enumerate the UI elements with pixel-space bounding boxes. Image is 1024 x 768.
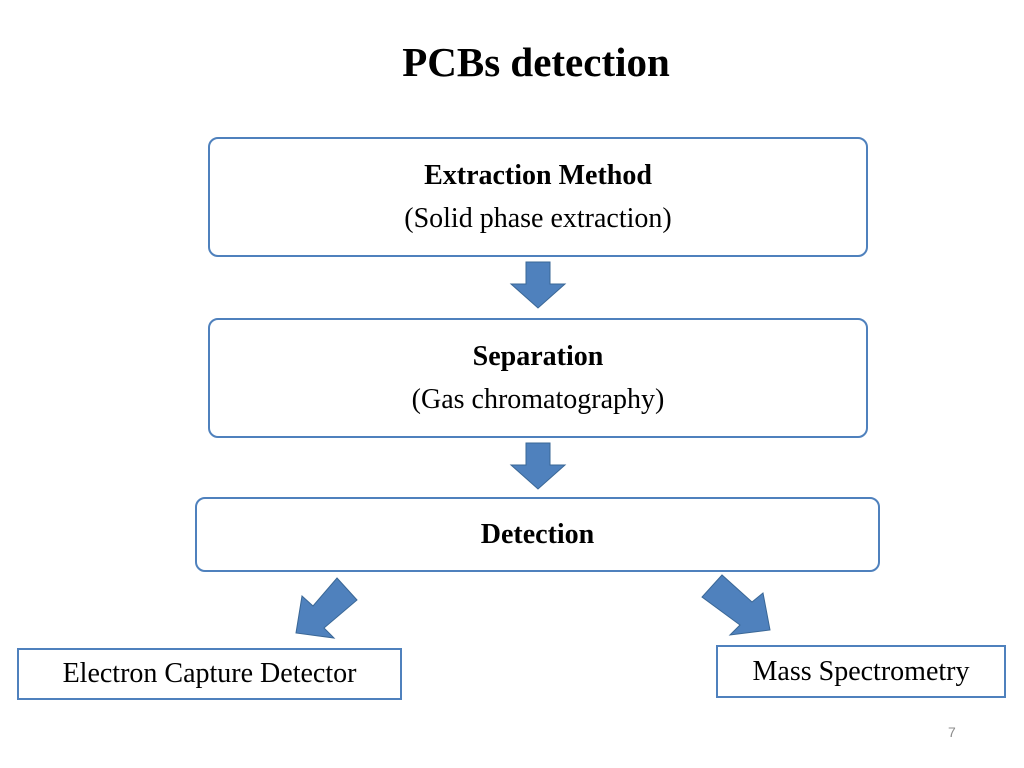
detection-heading: Detection <box>480 518 595 550</box>
slide-title: PCBs detection <box>402 39 670 85</box>
extraction-method-subtitle: (Solid phase extraction) <box>404 203 672 234</box>
extraction-method-heading: Extraction Method <box>424 159 652 191</box>
mass-spectrometry-box: Mass Spectrometry <box>716 645 1006 698</box>
separation-box: Separation (Gas chromatography) <box>208 318 868 438</box>
separation-subtitle: (Gas chromatography) <box>411 384 665 415</box>
arrow-down-to-separation <box>509 261 567 309</box>
page-number: 7 <box>948 724 956 740</box>
arrow-down-to-detection <box>509 442 567 490</box>
extraction-method-box: Extraction Method (Solid phase extractio… <box>208 137 868 257</box>
separation-heading: Separation <box>472 340 604 372</box>
electron-capture-detector-label: Electron Capture Detector <box>62 658 357 689</box>
arrow-to-electron-capture <box>295 577 358 639</box>
mass-spectrometry-label: Mass Spectrometry <box>752 655 970 687</box>
electron-capture-detector-box: Electron Capture Detector <box>17 648 402 700</box>
arrow-to-mass-spectrometry <box>701 574 771 636</box>
detection-box: Detection <box>195 497 880 572</box>
